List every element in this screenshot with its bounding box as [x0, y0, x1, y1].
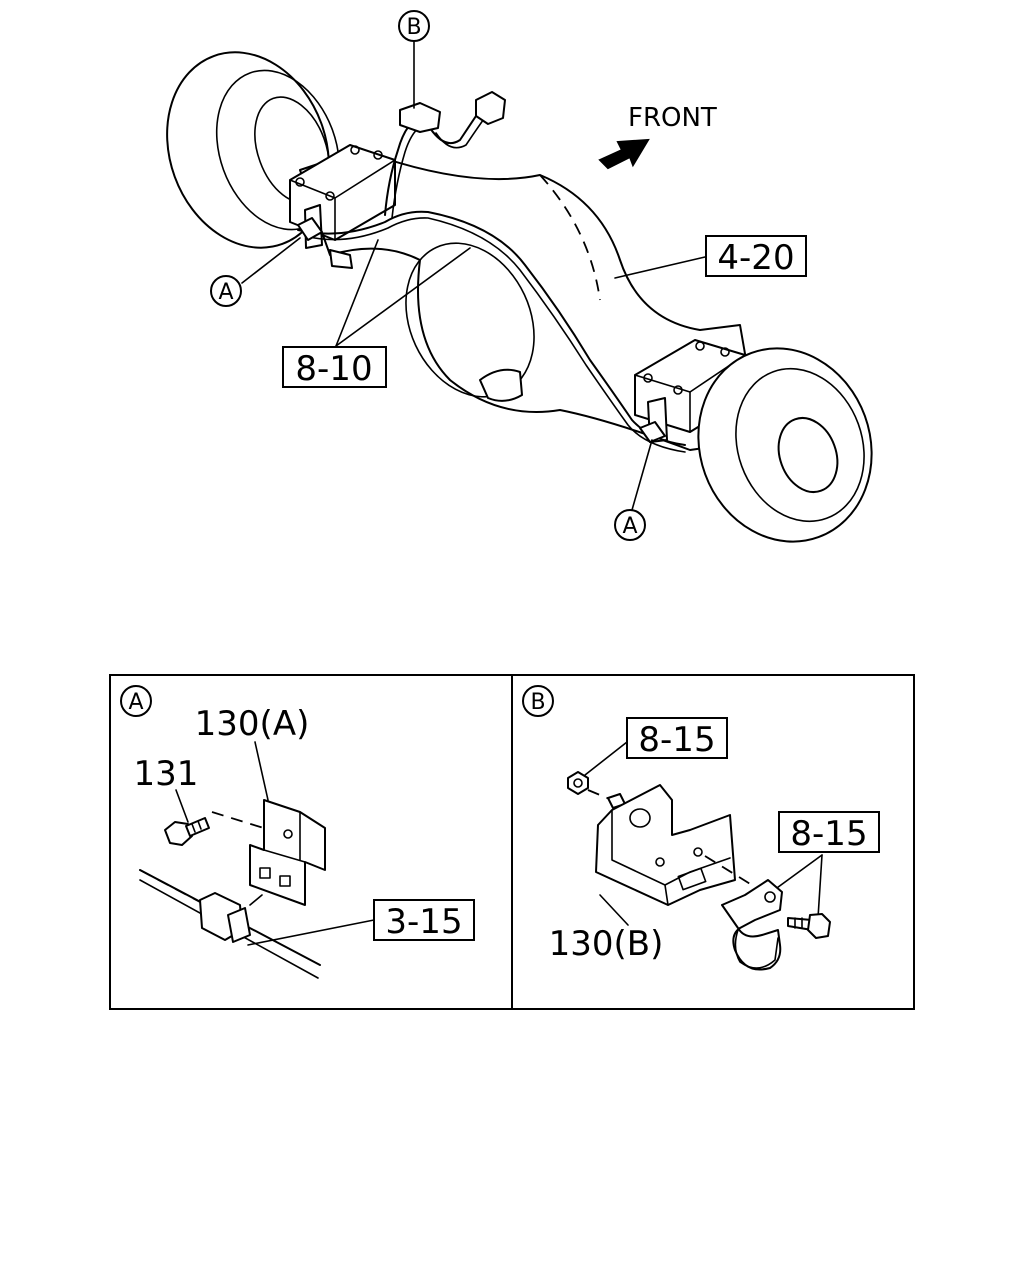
panel-b-callout — [522, 685, 554, 717]
leader-axle — [614, 256, 706, 279]
ref-box-bolt-b — [778, 811, 880, 853]
right-drum — [697, 347, 873, 543]
detail-panel-a: A 130(A) 131 — [120, 685, 475, 979]
ref-nut-b-label: 8-15 — [638, 720, 715, 760]
front-label: FRONT — [628, 103, 717, 133]
abs-harness — [297, 91, 686, 453]
leader-a-left — [241, 237, 301, 284]
detail-panel-b: B 8-15 8-15 130(B) — [522, 685, 880, 971]
ref-harness-label: 3-15 — [385, 902, 462, 942]
clip-8-15 — [721, 879, 783, 971]
part-131-label: 131 — [134, 754, 199, 794]
harness-3-15 — [139, 869, 321, 979]
rear-axle-assembly: FRONT 4-20 8-10 A A B — [166, 10, 873, 543]
panel-a-callout-text: A — [128, 690, 143, 715]
ref-box-nut-b — [626, 717, 728, 759]
bolt-8-15 — [787, 913, 831, 939]
ref-box-bracket-main — [282, 346, 387, 388]
leader-a-right — [631, 439, 653, 511]
callout-a-left — [210, 275, 242, 307]
leader-810-b — [335, 247, 471, 347]
callout-b-top-text: B — [406, 15, 421, 40]
callout-a-right-text: A — [622, 514, 637, 539]
bracket-130b — [595, 784, 736, 906]
ref-bracket-main-label: 8-10 — [295, 349, 372, 389]
nut-8-15 — [567, 771, 589, 795]
leader-810-a — [335, 239, 379, 347]
left-spring-seat — [289, 144, 396, 269]
ref-axle-label: 4-20 — [717, 238, 794, 278]
ref-box-harness — [373, 899, 475, 941]
ref-box-axle — [705, 235, 807, 277]
callout-b-top — [398, 10, 430, 42]
panel-b-callout-text: B — [530, 690, 545, 715]
ref-bolt-b-label: 8-15 — [790, 814, 867, 854]
callout-a-right — [614, 509, 646, 541]
part-130a-label: 130(A) — [195, 704, 310, 744]
callout-a-left-text: A — [218, 280, 233, 305]
bolt-131 — [164, 817, 210, 846]
panel-a-callout — [120, 685, 152, 717]
bracket-130a — [249, 799, 326, 906]
front-direction-arrow — [598, 138, 650, 170]
part-130b-label: 130(B) — [549, 924, 664, 964]
detail-panels: A 130(A) 131 — [109, 674, 915, 1010]
